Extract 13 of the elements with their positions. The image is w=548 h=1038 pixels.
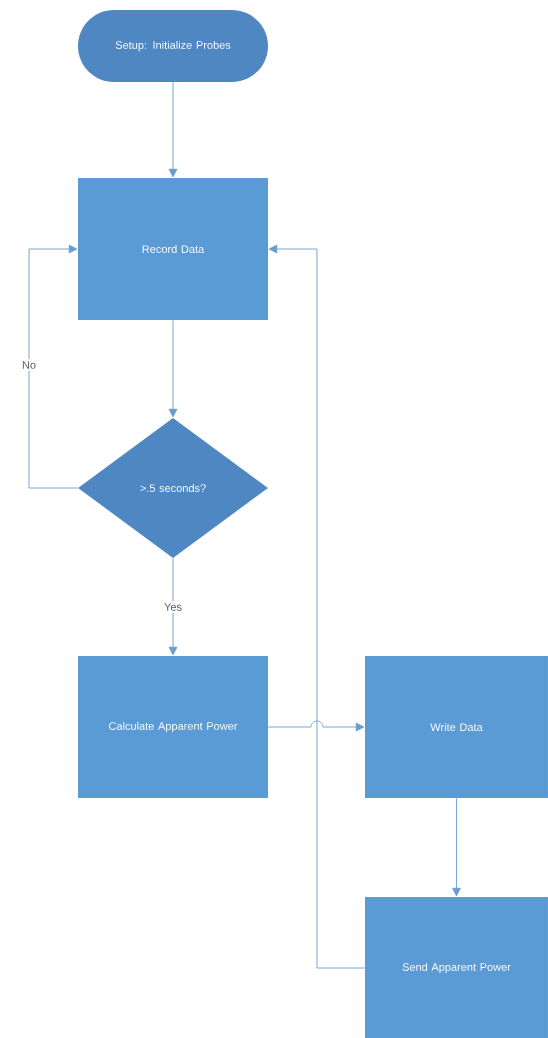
process-box: Send Apparent Power (365, 897, 548, 1038)
edge-label: Yes (162, 601, 184, 613)
arrow (267, 720, 365, 732)
arrow (168, 81, 178, 178)
arrow (268, 244, 366, 969)
arrow (168, 557, 178, 656)
edge-label: No (19, 359, 39, 371)
arrow (28, 244, 79, 489)
arrow (452, 797, 461, 897)
process-box: Calculate Apparent Power (78, 656, 268, 798)
process-box: Record Data (78, 178, 268, 320)
arrow (168, 319, 178, 418)
process-box: Write Data (365, 656, 548, 798)
